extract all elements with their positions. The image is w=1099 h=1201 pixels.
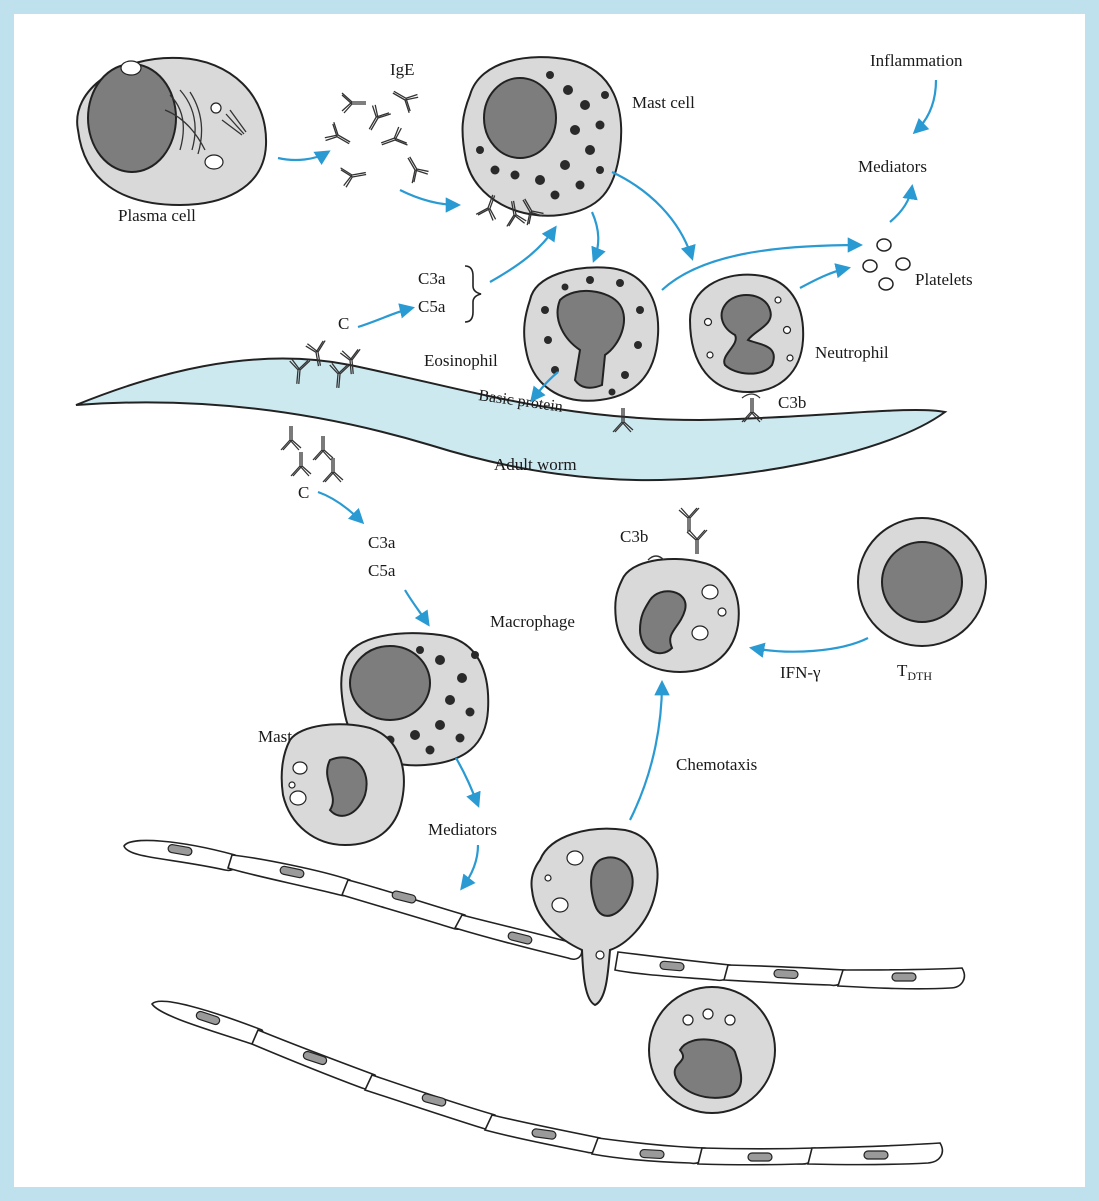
adult-worm-label: Adult worm [494,455,577,474]
eosinophil-label: Eosinophil [424,351,498,370]
monocyte-lumen [649,987,775,1113]
macrophage [615,530,738,672]
plasma-cell-label: Plasma cell [118,206,196,225]
mediators-top-label: Mediators [858,157,927,176]
ifn-gamma-label: IFN-γ [780,663,821,682]
neutrophil-label: Neutrophil [815,343,889,362]
mast-cell-top-label: Mast cell [632,93,695,112]
chemotaxis-label: Chemotaxis [676,755,757,774]
worm-antibodies-lower [281,426,343,482]
plasma-cell [77,58,266,205]
ige-label: IgE [390,60,415,79]
c-top-label: C [338,314,349,333]
blood-vessel-lower [152,1001,942,1164]
macrophage-label: Macrophage [490,612,575,631]
platelets-label: Platelets [915,270,973,289]
immune-response-diagram: Adult worm Plasma cell IgE [14,14,1085,1187]
mediators-bottom-label: Mediators [428,820,497,839]
t-dth-label: TDTH [897,661,932,683]
c3b-macrophage-label: C3b [620,527,648,546]
eosinophil [524,267,658,400]
c-bottom-label: C [298,483,309,502]
c3a-bottom-label: C3a [368,533,396,552]
diagram-frame: Adult worm Plasma cell IgE [14,14,1085,1187]
c3a-top-label: C3a [418,269,446,288]
mast-cell-top [463,57,622,226]
inflammation-label: Inflammation [870,51,963,70]
migrating-monocyte [531,829,657,1005]
t-dth-cell [858,518,986,646]
ige-antibodies [324,83,430,187]
monocyte-left [282,724,404,845]
c-brace [465,266,481,322]
platelets [863,239,910,290]
c5a-top-label: C5a [418,297,446,316]
c3b-neutrophil-label: C3b [778,393,806,412]
c5a-bottom-label: C5a [368,561,396,580]
